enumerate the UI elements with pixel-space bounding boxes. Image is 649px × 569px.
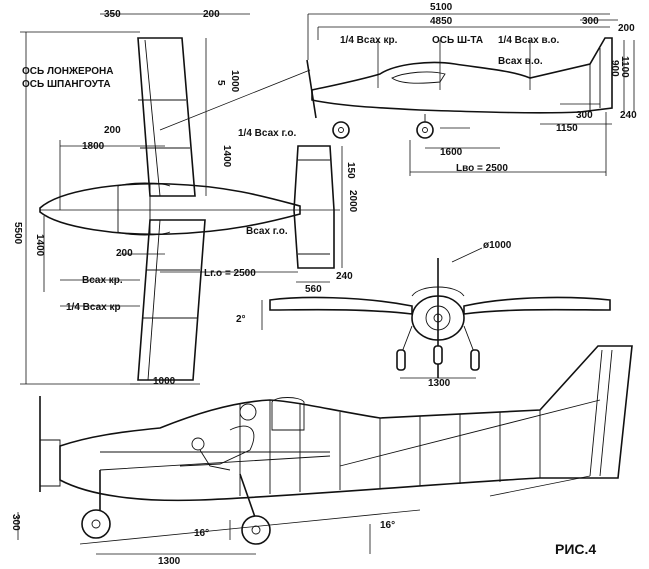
label-side-1600: 1600 [440, 147, 463, 158]
label-quarter-b-sah-kr: 1/4 Bсах кр [66, 302, 121, 313]
label-side-200: 200 [618, 23, 635, 34]
label-quarter-b-sah-kr-side: 1/4 Bсах кр. [340, 35, 398, 46]
label-spar-axis: ОСЬ ЛОНЖЕРОНА [22, 66, 113, 77]
label-front-1300: 1300 [428, 378, 451, 389]
label-side-300b: 300 [576, 110, 593, 121]
label-cut-1300: 1300 [158, 556, 181, 567]
label-side-900: 900 [609, 60, 620, 77]
label-side-5100: 5100 [430, 2, 453, 13]
label-top-200c: 200 [116, 248, 133, 259]
label-top-1000: 1000 [229, 70, 240, 93]
label-cut-16b: 16° [380, 520, 395, 531]
label-top-5500: 5500 [12, 222, 23, 245]
cutaway-view [17, 345, 633, 555]
label-go-2000: 2000 [347, 190, 358, 213]
label-cut-16a: 16° [194, 528, 209, 539]
label-side-1150: 1150 [556, 123, 578, 134]
label-side-4850: 4850 [430, 16, 453, 27]
label-top-1400: 1400 [221, 145, 232, 168]
label-top-5: 5 [215, 80, 226, 86]
label-top-200: 200 [203, 9, 220, 20]
figure-caption: РИС.4 [555, 541, 596, 557]
label-go-150: 150 [345, 162, 356, 179]
label-go-240: 240 [336, 271, 353, 282]
label-top-1800: 1800 [82, 141, 105, 152]
label-side-240: 240 [620, 110, 637, 121]
label-side-300: 300 [582, 16, 599, 27]
label-go-560: 560 [305, 284, 322, 295]
label-top-1400b: 1400 [34, 234, 45, 257]
label-l-go: Lг.о = 2500 [204, 268, 256, 279]
label-b-sah-kr: Bсах кр. [82, 275, 123, 286]
label-top-1000b: 1000 [153, 376, 176, 387]
label-cut-300: 300 [10, 514, 21, 531]
label-l-vo: Lво = 2500 [456, 163, 508, 174]
label-b-sah-go: Bсах г.о. [246, 226, 288, 237]
label-b-sah-vo: Bсах в.о. [498, 56, 543, 67]
side-view [306, 13, 635, 176]
label-os-sh-ta: ОСЬ Ш-ТА [432, 35, 483, 46]
front-view [261, 247, 611, 379]
label-front-2deg: 2° [236, 314, 246, 325]
label-quarter-b-sah-go: 1/4 Bсах г.о. [238, 128, 297, 139]
label-side-1100: 1100 [619, 56, 630, 78]
label-front-diam: ø1000 [483, 240, 512, 251]
label-top-200b: 200 [104, 125, 121, 136]
label-quarter-b-sah-vo: 1/4 Bсах в.о. [498, 35, 560, 46]
label-frame-axis: ОСЬ ШПАНГОУТА [22, 79, 111, 90]
plan-view [20, 13, 343, 385]
label-top-350: 350 [104, 9, 121, 20]
